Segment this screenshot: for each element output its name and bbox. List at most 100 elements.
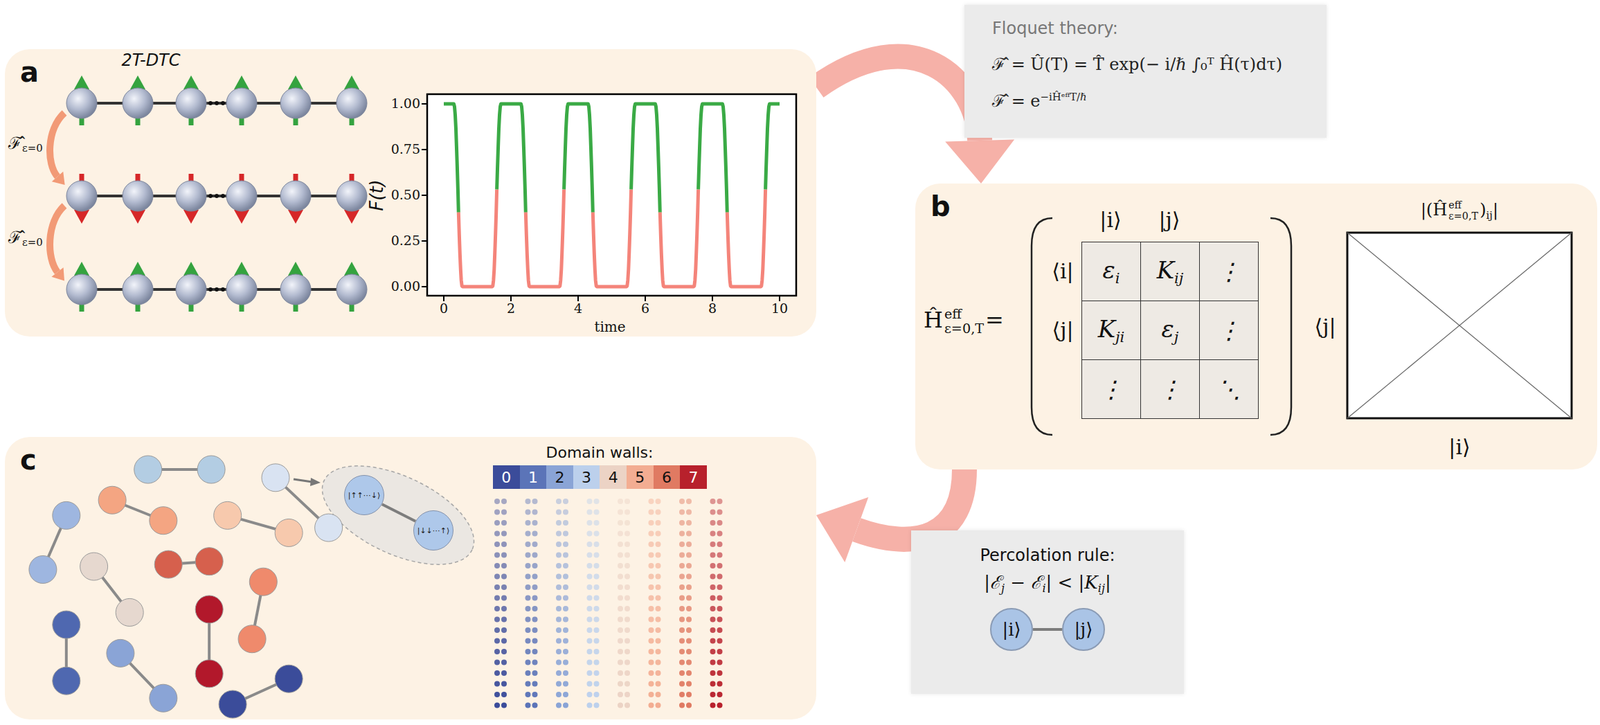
text-line: ⋮ bbox=[1217, 257, 1241, 286]
domain-dot bbox=[525, 627, 532, 633]
text-label: ij bbox=[1486, 209, 1493, 222]
cluster-state bbox=[149, 684, 178, 712]
domain-dot bbox=[648, 616, 655, 623]
domain-dot bbox=[624, 552, 631, 559]
matrix-image bbox=[1347, 232, 1572, 419]
label: 0 bbox=[439, 301, 448, 317]
node-text: ⋮ bbox=[1158, 375, 1182, 403]
node-text: j bbox=[1001, 581, 1005, 595]
domain-dot bbox=[532, 552, 538, 559]
domain-dot bbox=[501, 584, 507, 590]
domain-dot bbox=[501, 552, 507, 559]
label: 0.00 bbox=[391, 279, 421, 295]
domain-dot bbox=[617, 691, 624, 698]
domain-dot bbox=[532, 691, 538, 698]
label: 0.25 bbox=[391, 233, 421, 249]
spin-head bbox=[130, 209, 146, 224]
sup-sub-stack: effε=0,T bbox=[1448, 200, 1479, 223]
node-text: ji bbox=[1115, 328, 1125, 346]
spin-head bbox=[130, 75, 146, 90]
node-text: − ℰ bbox=[1004, 571, 1042, 593]
connector bbox=[382, 504, 416, 522]
domain-dot bbox=[679, 605, 685, 612]
cluster-state bbox=[249, 567, 277, 596]
domain-dot bbox=[494, 562, 500, 569]
spin-site bbox=[175, 180, 207, 212]
domain-dot bbox=[710, 552, 716, 559]
text-label: time bbox=[594, 318, 626, 336]
domain-dot bbox=[562, 648, 569, 655]
node-text: K bbox=[1098, 315, 1116, 343]
domain-dot bbox=[617, 531, 624, 537]
label: |j⟩ bbox=[1158, 208, 1180, 233]
domain-dot bbox=[525, 670, 532, 676]
domain-dot bbox=[594, 595, 600, 601]
text-label: 10 bbox=[771, 300, 788, 316]
spin-head bbox=[183, 75, 199, 90]
matrix-bracket bbox=[1031, 218, 1053, 435]
text-line: ℱ̂ = Û(T) = T̂ exp(− i/ℏ ∫₀ᵀ Ĥ(τ)dτ) bbox=[992, 51, 1315, 75]
domain-dot bbox=[655, 584, 662, 590]
legend-text: 5 bbox=[634, 468, 645, 487]
domain-dot bbox=[617, 541, 624, 547]
cluster-state bbox=[195, 659, 223, 688]
node-text: |ℰ bbox=[983, 571, 1002, 593]
domain-dot bbox=[532, 498, 538, 505]
axis-tick bbox=[778, 295, 781, 302]
domain-dot bbox=[617, 681, 624, 687]
cluster-state bbox=[80, 552, 109, 581]
ellipsis-dot bbox=[220, 193, 226, 199]
domain-dot bbox=[655, 509, 662, 516]
domain-dot bbox=[617, 605, 624, 612]
domain-dot bbox=[624, 531, 631, 537]
domain-dot bbox=[655, 659, 662, 666]
legend-swatch: 2 bbox=[546, 465, 574, 489]
spin-site bbox=[336, 87, 367, 119]
domain-dot bbox=[501, 659, 507, 666]
text-line: Kij bbox=[1156, 256, 1184, 286]
domain-dot bbox=[525, 616, 532, 623]
domain-dot bbox=[562, 552, 569, 559]
domain-dot bbox=[710, 541, 716, 547]
matrix-cell: Kij bbox=[1140, 241, 1200, 302]
domain-dot bbox=[617, 638, 624, 644]
node-text: ij bbox=[1098, 581, 1105, 595]
matrix-cell: εi bbox=[1081, 241, 1141, 302]
legend-swatch: 4 bbox=[599, 465, 627, 489]
domain-dot bbox=[562, 509, 569, 516]
domain-dot bbox=[594, 702, 600, 709]
domain-dot bbox=[532, 519, 538, 526]
flip-arrow bbox=[49, 205, 65, 273]
domain-dot bbox=[655, 681, 662, 687]
text-label: 0.50 bbox=[391, 186, 421, 203]
node-text: ε bbox=[1102, 256, 1116, 284]
domain-dot bbox=[532, 670, 538, 676]
node-text: b bbox=[930, 190, 951, 223]
domain-dot bbox=[532, 531, 538, 537]
domain-dot bbox=[617, 519, 624, 526]
domain-dot bbox=[532, 638, 538, 644]
text-label: 6 bbox=[641, 300, 650, 316]
spin-site bbox=[66, 180, 97, 212]
domain-dot bbox=[525, 638, 532, 644]
domain-dot bbox=[617, 616, 624, 623]
cluster-state bbox=[154, 550, 183, 579]
domain-dot bbox=[648, 519, 655, 526]
domain-dot bbox=[655, 616, 662, 623]
text-line: a bbox=[20, 56, 39, 88]
domain-dot bbox=[525, 531, 532, 537]
domain-dot bbox=[617, 595, 624, 601]
node-text: |i⟩ bbox=[1001, 618, 1021, 640]
domain-dot bbox=[655, 670, 662, 676]
spin-site bbox=[280, 180, 311, 212]
spin-head bbox=[288, 75, 304, 90]
fidelity-curve bbox=[726, 189, 766, 287]
label: ℱ̂ε=0 bbox=[8, 134, 43, 156]
node-text: | < |K bbox=[1046, 571, 1099, 593]
domain-dot bbox=[494, 638, 500, 644]
ellipsis-dot bbox=[214, 193, 219, 199]
node-text: ℱ̂ = Û(T) = T̂ exp(− i/ℏ ∫₀ᵀ Ĥ(τ)dτ) bbox=[992, 54, 1283, 75]
domain-dot bbox=[562, 691, 569, 698]
text-label: 0.75 bbox=[391, 141, 421, 157]
domain-dot bbox=[624, 638, 631, 644]
